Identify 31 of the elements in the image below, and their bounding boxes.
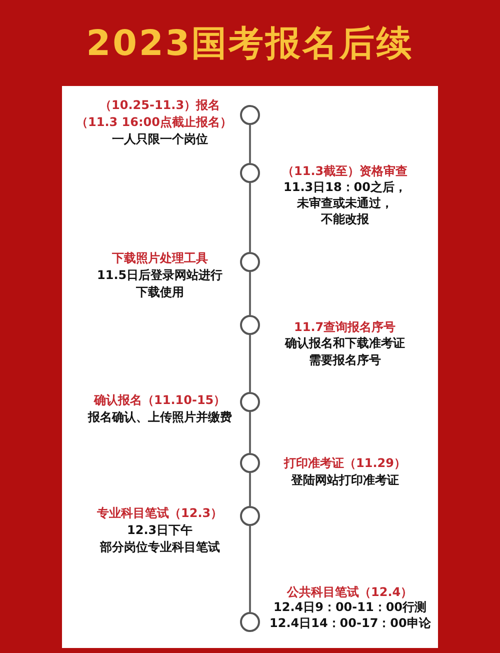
title: 2023国考报名后续 xyxy=(85,23,415,66)
step-description: 11.5日后登录网站进行 xyxy=(97,267,223,283)
step-heading: （11.3 16:00点截止报名） xyxy=(76,114,232,130)
step-description: 12.4日9：00-11：00行测 xyxy=(274,599,427,615)
step-description: 未审查或未通过， xyxy=(297,195,393,211)
step-heading: 打印准考证（11.29） xyxy=(284,455,406,471)
step-description: 12.3日下午 xyxy=(127,522,193,538)
step-heading: 专业科目笔试（12.3） xyxy=(97,505,223,521)
timeline-line xyxy=(249,125,251,163)
step-description: 确认报名和下载准考证 xyxy=(285,335,405,351)
timeline-line xyxy=(249,183,251,252)
step-heading: （11.3截至）资格审查 xyxy=(282,163,408,179)
step-heading: 确认报名（11.10-15） xyxy=(94,392,226,408)
step-heading: 公共科目笔试（12.4） xyxy=(287,584,413,600)
timeline-line xyxy=(249,473,251,506)
step-description: 需要报名序号 xyxy=(309,352,381,368)
timeline-line xyxy=(249,335,251,392)
timeline-line xyxy=(249,412,251,453)
step-heading: 11.7查询报名序号 xyxy=(294,319,396,335)
step-heading: 下载照片处理工具 xyxy=(112,250,208,266)
step-description: 12.4日14：00-17：00申论 xyxy=(270,615,431,631)
step-heading: （10.25-11.3）报名 xyxy=(100,97,220,113)
step-description: 登陆网站打印准考证 xyxy=(291,472,399,488)
step-description: 一人只限一个岗位 xyxy=(112,131,208,147)
step-description: 下载使用 xyxy=(136,284,184,300)
timeline-line xyxy=(249,526,251,612)
step-description: 部分岗位专业科目笔试 xyxy=(100,539,220,555)
step-description: 报名确认、上传照片并缴费 xyxy=(88,409,232,425)
timeline-line xyxy=(249,272,251,315)
step-description: 11.3日18：00之后， xyxy=(284,179,407,195)
step-description: 不能改报 xyxy=(321,211,369,227)
